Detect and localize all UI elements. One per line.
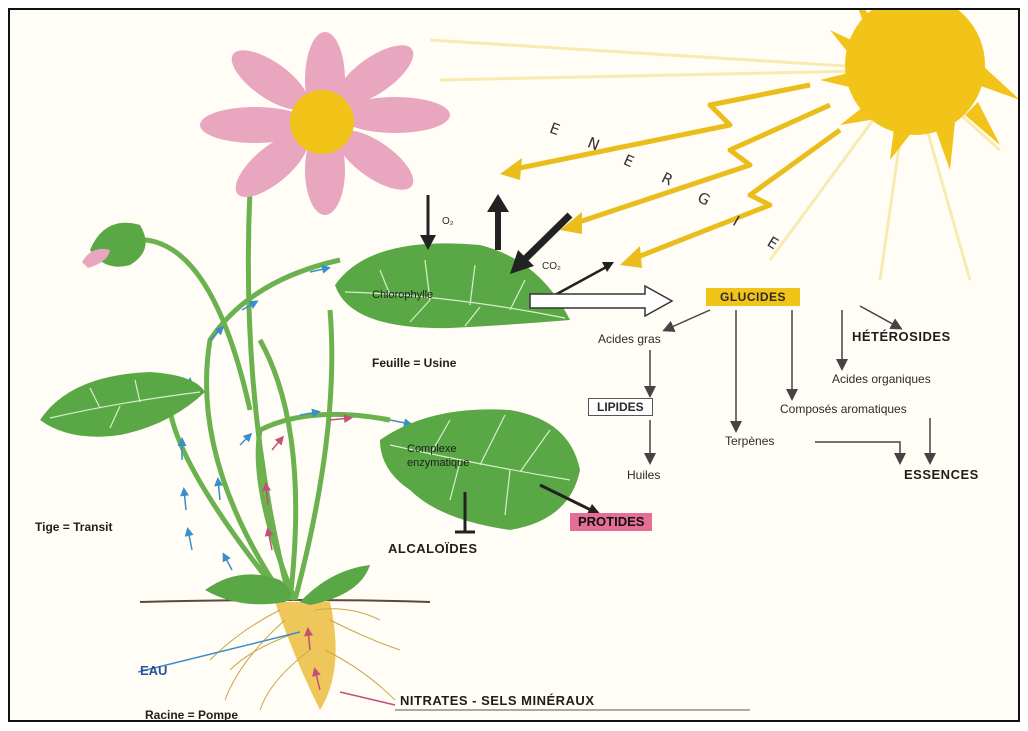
essences-label: ESSENCES [904,468,979,482]
nitrates-pointer [340,692,395,705]
tige-transit-label: Tige = Transit [35,520,112,534]
plant-metabolism-illustration [10,10,1018,720]
heterosides-label: HÉTÉROSIDES [852,330,951,344]
co2-label: CO₂ [542,260,561,274]
complexe-label-line2: enzymatique [407,456,469,470]
protides-box: PROTIDES [570,513,652,531]
eau-label: EAU [140,664,167,678]
co2-out-arrow [555,262,614,295]
sun-icon [820,10,1018,170]
alcaloides-label: ALCALOÏDES [388,542,478,556]
flower-icon [200,32,450,215]
o2-out-arrow [487,194,509,250]
huiles-label: Huiles [627,468,660,482]
diagram-frame: E N E R G I E O₂ CO₂ Chlorophylle Feuill… [8,8,1020,722]
glucides-box: GLUCIDES [706,288,800,306]
feuille-usine-label: Feuille = Usine [372,356,456,370]
leaf-left-upper [40,372,205,437]
acides-gras-label: Acides gras [598,332,661,346]
acides-organiques-label: Acides organiques [832,372,931,386]
lipides-box: LIPIDES [588,398,653,416]
complexe-label-line1: Complexe [407,442,457,456]
terpenes-label: Terpènes [725,434,774,448]
racine-pompe-label: Racine = Pompe [145,708,238,722]
composes-aromatiques-label: Composés aromatiques [780,402,907,416]
leaf-chlorophylle [335,243,570,328]
root-system [210,602,400,710]
nitrates-label: NITRATES - SELS MINÉRAUX [400,694,595,708]
co2-in-arrow [510,215,570,274]
o2-in-arrow [420,195,436,250]
flower-bud-icon [82,223,146,268]
chlorophylle-label: Chlorophylle [372,288,433,302]
o2-label: O₂ [442,215,454,229]
